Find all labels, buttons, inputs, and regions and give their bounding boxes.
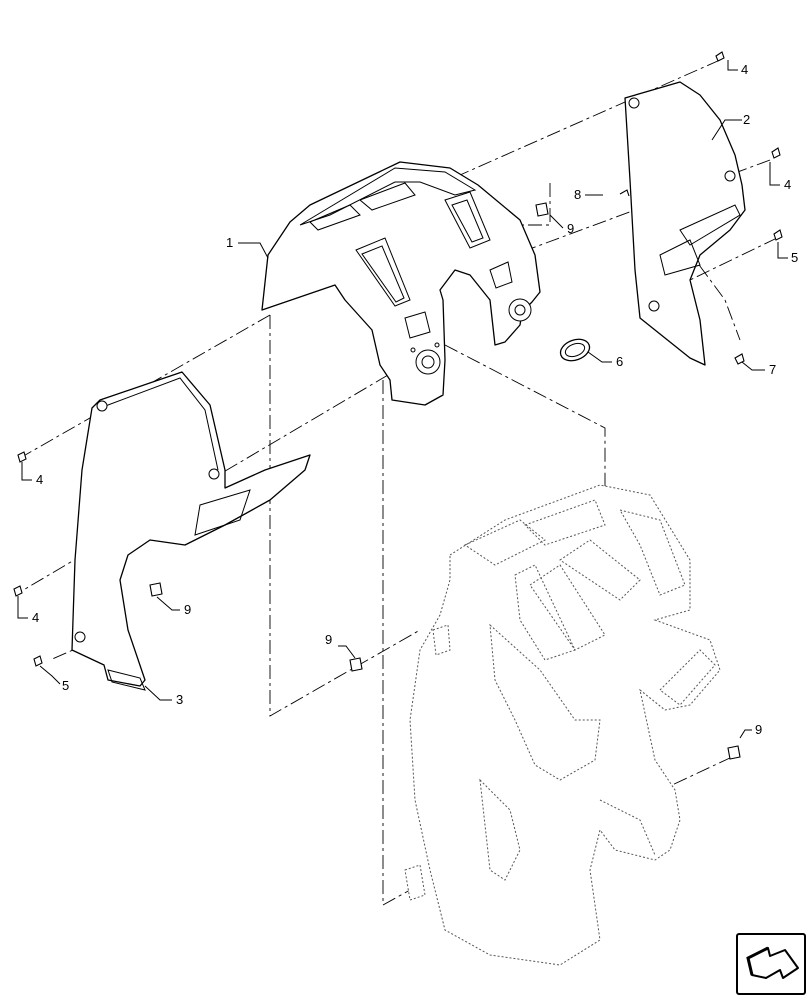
callout-leaders <box>17 60 788 739</box>
callout-5-right: 5 <box>791 250 798 265</box>
callout-2: 2 <box>743 112 750 127</box>
callout-4-top: 4 <box>741 62 748 77</box>
callout-7: 7 <box>769 362 776 377</box>
part-2-right-side-panel <box>624 81 746 366</box>
next-page-arrow-icon[interactable] <box>736 933 806 995</box>
callout-9-left: 9 <box>184 602 191 617</box>
callout-4-left-upper: 4 <box>36 472 43 487</box>
part-1-dash-panel <box>261 161 541 406</box>
callout-9-center: 9 <box>325 632 332 647</box>
callout-3: 3 <box>176 692 183 707</box>
callout-9-top: 9 <box>567 221 574 236</box>
fasteners <box>13 51 783 760</box>
callout-8: 8 <box>574 187 581 202</box>
callout-6: 6 <box>616 354 623 369</box>
part-6-cap <box>559 338 591 362</box>
callout-1: 1 <box>226 235 233 250</box>
callout-4-right: 4 <box>784 177 791 192</box>
callout-labels: 1 2 3 4 4 4 4 5 5 6 7 8 9 9 9 9 <box>32 62 798 737</box>
callout-9-right: 9 <box>755 722 762 737</box>
reference-console-ghost <box>404 484 721 966</box>
part-3-left-side-panel <box>71 371 311 691</box>
callout-5-left: 5 <box>62 678 69 693</box>
callout-4-left-lower: 4 <box>32 610 39 625</box>
